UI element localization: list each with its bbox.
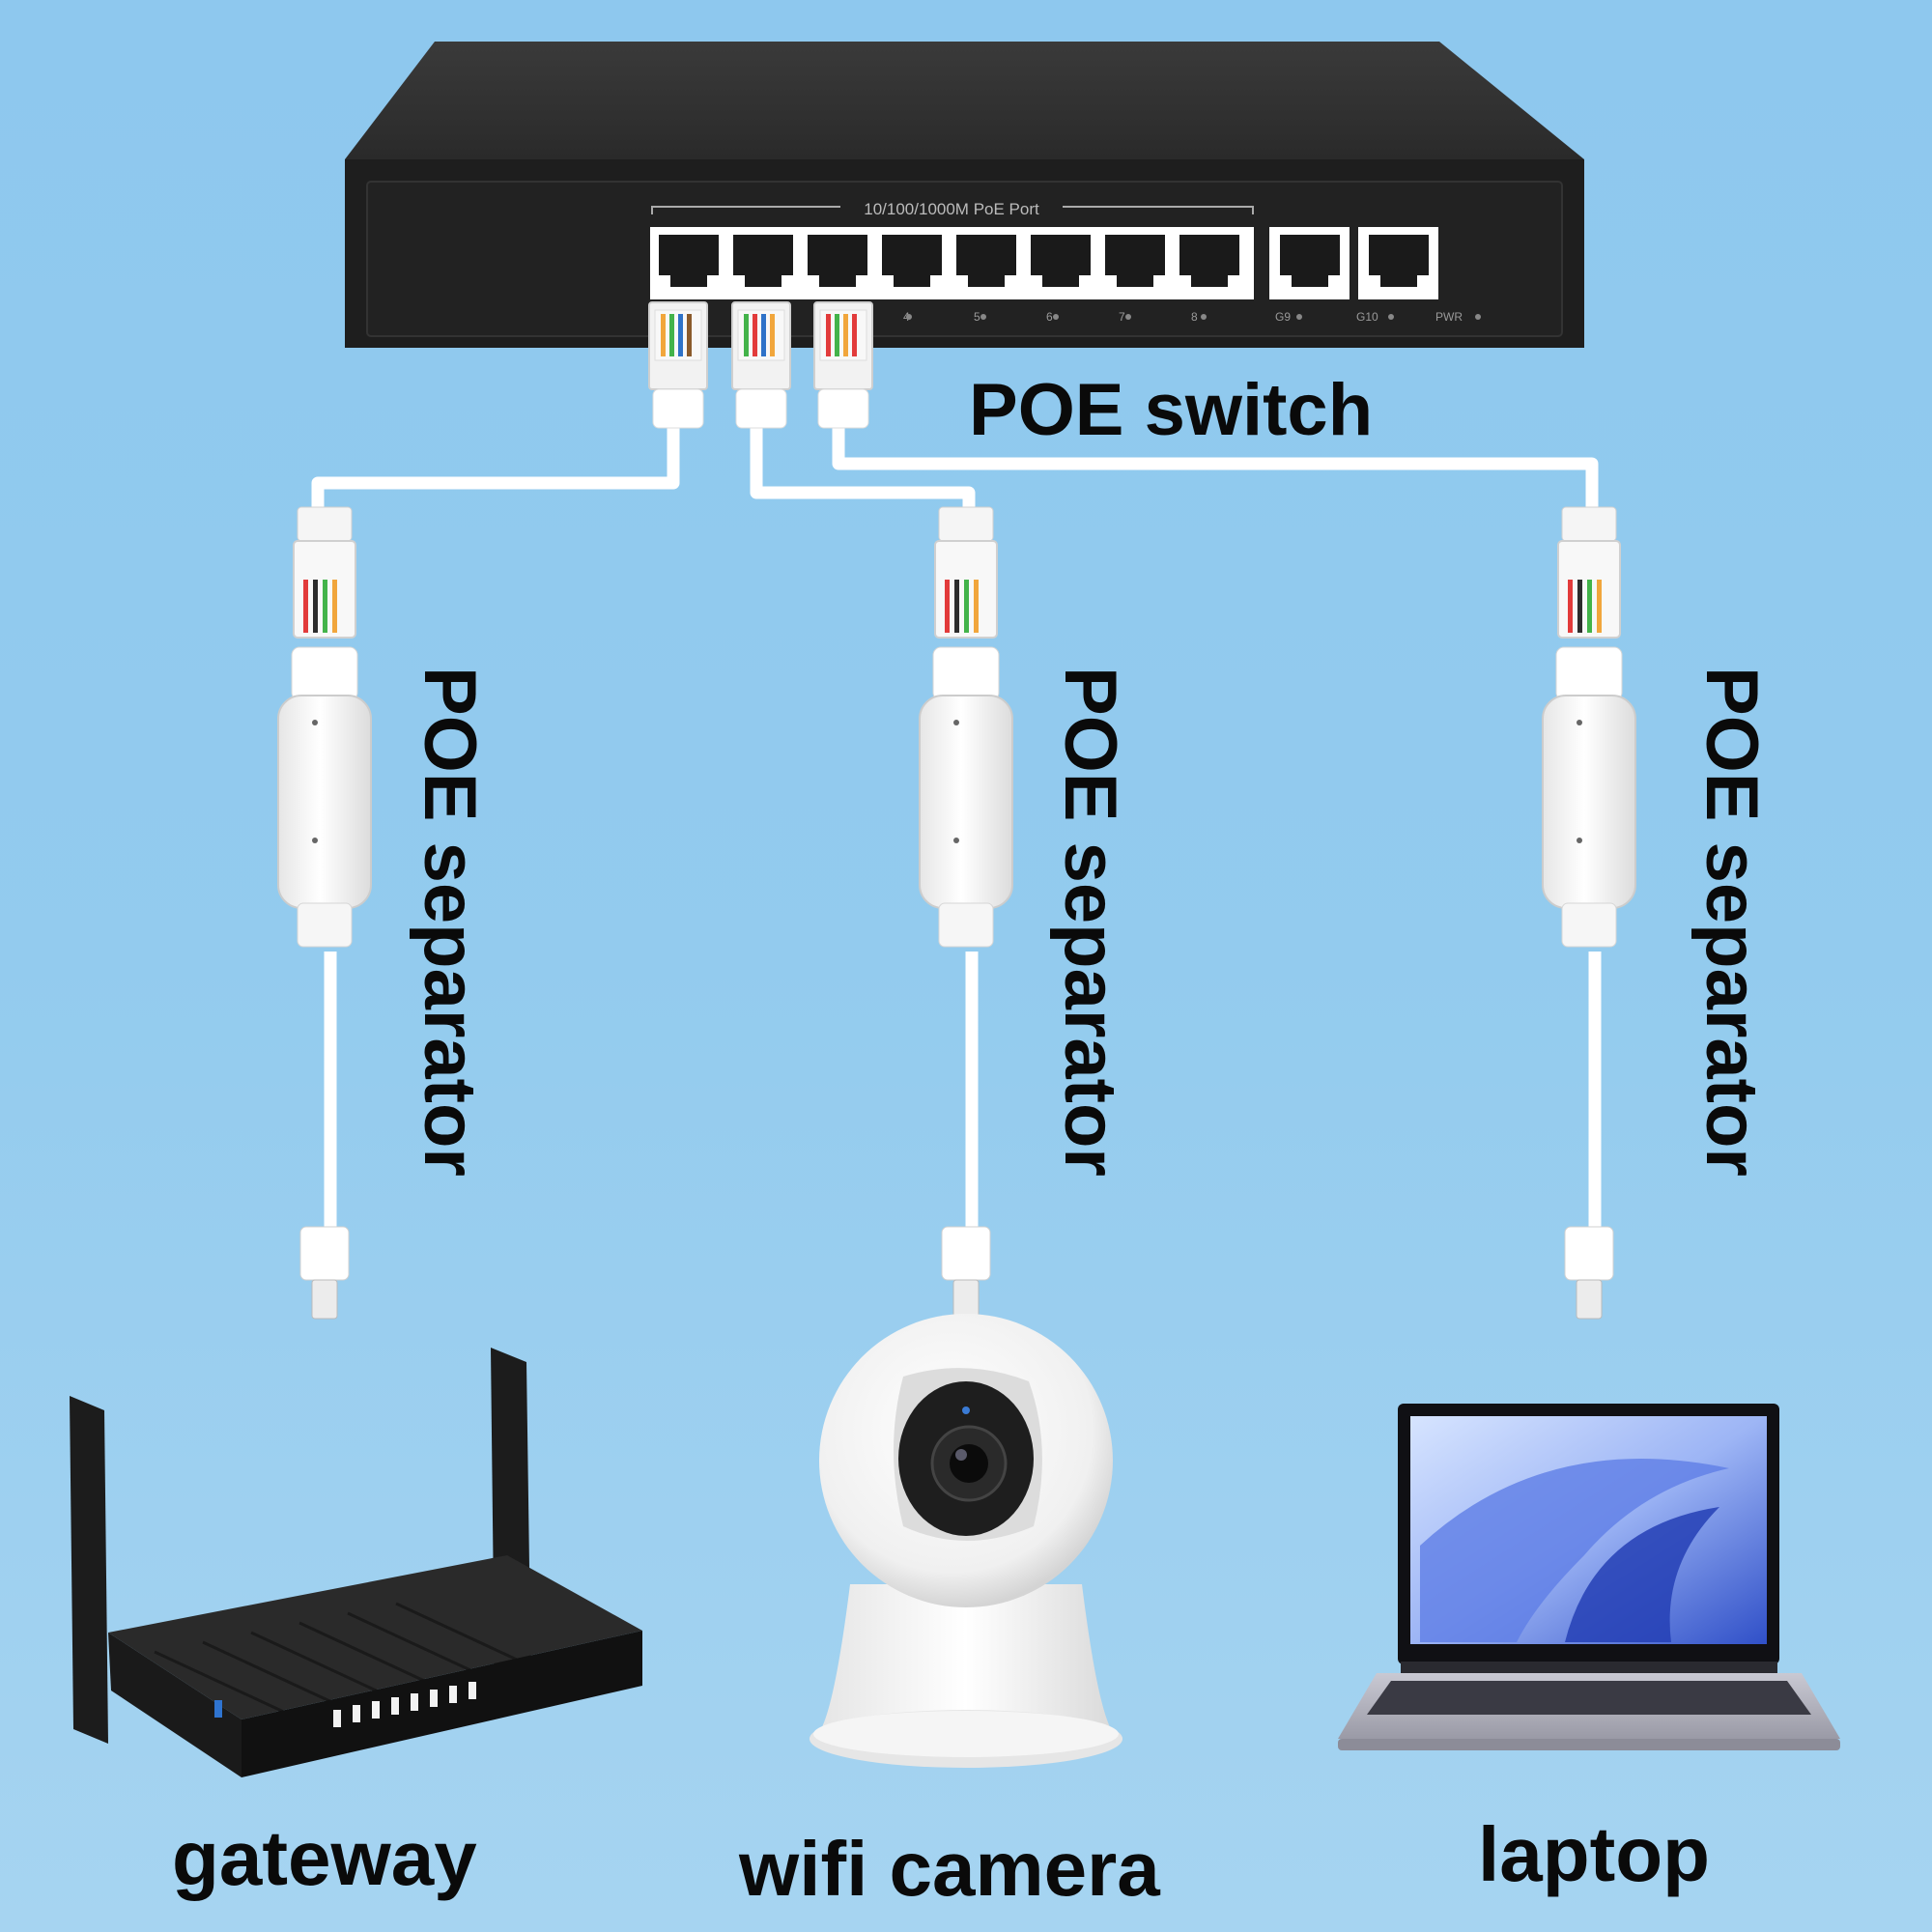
poe-separator-label-1: POE separator [409, 667, 491, 1177]
gateway-label: gateway [172, 1815, 477, 1901]
poe-switch: 10/100/1000M PoE Port 4 5 6 7 8 G9 G10 P… [345, 42, 1584, 348]
wifi-camera [810, 1314, 1122, 1768]
uplink-label-g10: G10 [1356, 310, 1378, 324]
poe-separator-label-2: POE separator [1049, 667, 1131, 1177]
port-number: 6 [1046, 310, 1053, 324]
poe-separator-1 [277, 506, 372, 1320]
gateway-router [70, 1348, 642, 1777]
switch-rj45-plugs [648, 301, 873, 429]
port-number: 7 [1119, 310, 1125, 324]
power-label: PWR [1435, 310, 1463, 324]
laptop-label: laptop [1478, 1811, 1710, 1897]
port-number: 8 [1191, 310, 1198, 324]
uplink-label-g9: G9 [1275, 310, 1291, 324]
laptop [1338, 1404, 1840, 1750]
rj45-ports [659, 235, 1239, 287]
poe-switch-label: POE switch [969, 369, 1374, 451]
poe-separator-label-3: POE separator [1690, 667, 1773, 1177]
poe-separator-3 [1542, 506, 1636, 1320]
port-number: 5 [974, 310, 980, 324]
ethernet-cables [311, 425, 1602, 1227]
wifi-camera-label: wifi camera [739, 1826, 1160, 1912]
poe-separator-2 [919, 506, 1013, 1320]
port-header-label: 10/100/1000M PoE Port [864, 200, 1039, 218]
